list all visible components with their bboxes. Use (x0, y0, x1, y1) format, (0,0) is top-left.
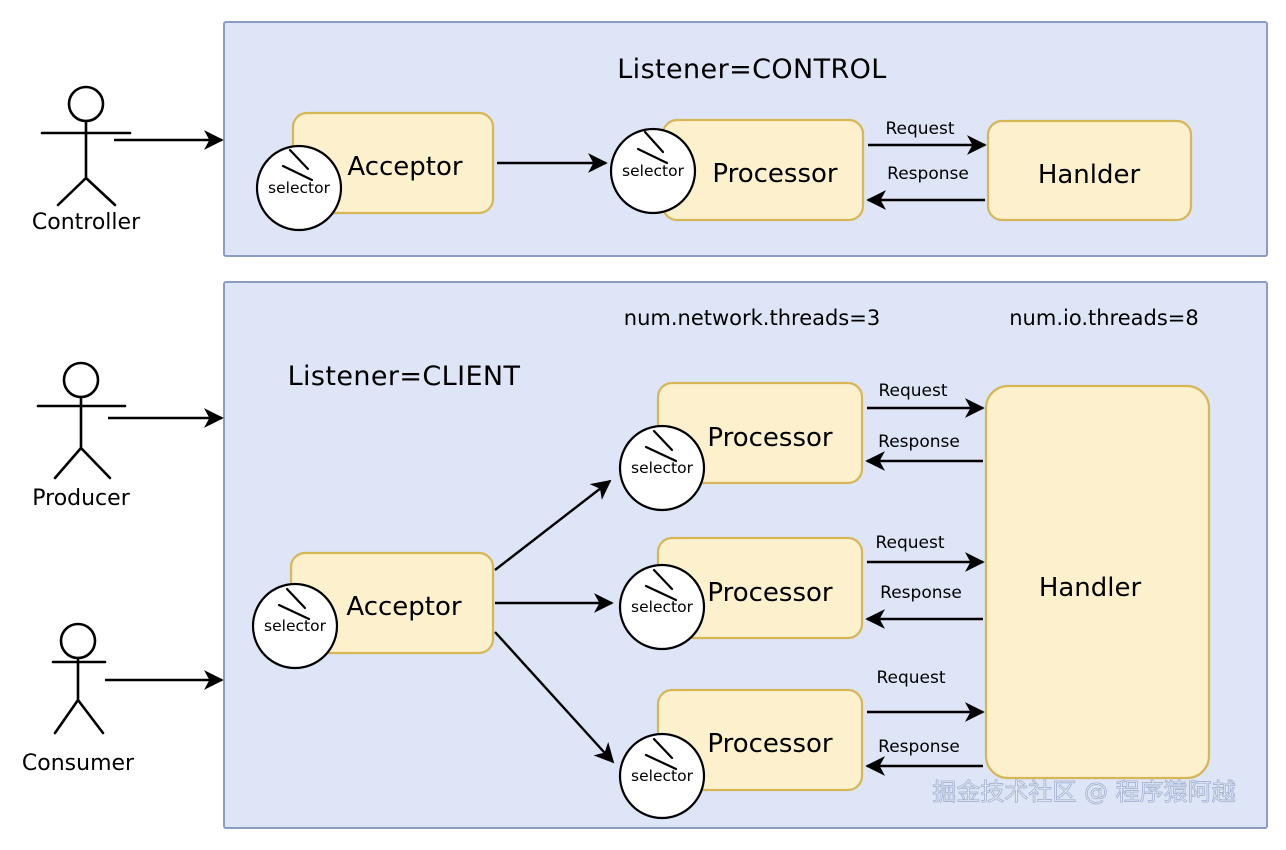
client-acceptor-selector-tick-icon (277, 587, 311, 621)
producer-label: Producer (32, 486, 130, 511)
client-processor-2-request-label: Request (875, 533, 944, 553)
client-processor-3-selector-circle[interactable] (618, 732, 706, 820)
client-processor-2-selector-label: selector (631, 598, 694, 616)
client-processor-2-selector-circle[interactable] (618, 563, 706, 651)
control-handler-box[interactable] (986, 119, 1193, 222)
actor-controller[interactable]: Controller (32, 85, 224, 235)
client-processor-3-selector-tick-icon (644, 737, 678, 771)
client-processor-1-request-label: Request (878, 381, 947, 401)
actor-producer[interactable]: Producer (32, 361, 224, 511)
client-handler-box[interactable] (984, 384, 1211, 780)
client-acceptor-selector-circle[interactable] (251, 582, 339, 670)
client-processor-3-response-label: Response (878, 737, 960, 757)
client-processor-3-label: Processor (707, 729, 833, 759)
control-processor-selector-label: selector (622, 162, 685, 180)
control-processor-selector-tick-icon (636, 130, 669, 165)
client-acceptor-label: Acceptor (346, 592, 462, 622)
controller-body-icon (40, 119, 132, 207)
control-processor-selector-circle[interactable] (609, 127, 697, 215)
consumer-body-icon (51, 656, 107, 735)
control-acceptor-selector-label: selector (268, 179, 331, 197)
control-acceptor-label: Acceptor (347, 152, 463, 182)
client-acceptor-to-processor-1-arrow (494, 479, 612, 571)
client-processor-1-selector-label: selector (631, 459, 694, 477)
client-panel: num.network.threads=3 num.io.threads=8 L… (223, 281, 1268, 829)
client-acceptor-selector-label: selector (264, 617, 327, 635)
config-num-io-threads: num.io.threads=8 (1009, 306, 1198, 330)
control-request-label: Request (885, 119, 954, 139)
client-panel-title: Listener=CLIENT (288, 361, 521, 392)
config-num-network-threads: num.network.threads=3 (624, 306, 880, 330)
consumer-label: Consumer (22, 751, 135, 776)
client-processor-1-label: Processor (707, 423, 833, 453)
controller-head-icon (67, 85, 105, 123)
controller-label: Controller (32, 210, 141, 235)
client-processor-3-selector-label: selector (631, 767, 694, 785)
control-acceptor-selector-tick-icon (281, 148, 314, 182)
client-handler-label: Handler (1039, 573, 1142, 603)
client-processor-1-selector-circle[interactable] (618, 424, 706, 512)
client-processor-2-response-label: Response (880, 583, 962, 603)
watermark-text: 掘金技术社区 @ 程序猿阿越 (932, 778, 1235, 806)
client-processor-3-request-label: Request (876, 668, 945, 688)
control-response-label: Response (887, 164, 969, 184)
actor-consumer[interactable]: Consumer (22, 622, 224, 776)
client-processor-2-label: Processor (707, 578, 833, 608)
producer-head-icon (62, 361, 100, 399)
client-processor-2-selector-tick-icon (644, 568, 678, 602)
client-acceptor-to-processor-3-arrow (494, 631, 615, 764)
client-processor-1-response-label: Response (878, 432, 960, 452)
control-processor-label: Processor (712, 159, 838, 189)
producer-body-icon (36, 395, 127, 480)
control-acceptor-selector-circle[interactable] (255, 144, 343, 232)
consumer-head-icon (59, 622, 97, 660)
control-panel: Listener=CONTROL Acceptor selector Proce… (223, 21, 1268, 257)
control-panel-title: Listener=CONTROL (617, 54, 887, 85)
client-processor-1-selector-tick-icon (644, 429, 678, 463)
control-handler-label: Hanlder (1038, 160, 1141, 190)
